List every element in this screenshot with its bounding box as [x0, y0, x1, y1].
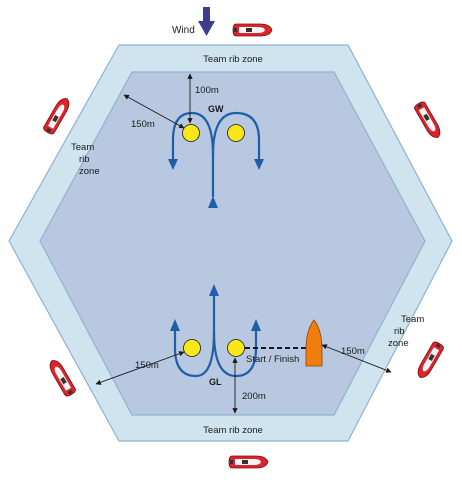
windward-mark-right — [227, 124, 245, 142]
right-distance-arrow — [321, 344, 392, 373]
zone-label-right-2: rib — [394, 326, 405, 337]
bottom-distance-label: 200m — [242, 391, 266, 402]
wind-arrow-icon — [198, 7, 215, 36]
rib-boat-icon — [228, 455, 269, 469]
zone-label-bottom: Team rib zone — [203, 425, 263, 436]
course-arrowhead — [170, 319, 180, 331]
zone-label-top: Team rib zone — [203, 54, 263, 65]
course-arrowhead — [254, 159, 264, 170]
top-left-distance-arrow — [123, 94, 185, 129]
rib-boat-icon — [414, 340, 446, 381]
bottom-left-distance-label: 150m — [135, 360, 159, 371]
bottom-left-distance-arrow — [95, 351, 185, 385]
leeward-mark-right — [227, 339, 245, 357]
course-arrowhead — [251, 319, 261, 331]
course-area-hexagon — [39, 71, 426, 416]
top-left-distance-label: 150m — [131, 119, 155, 130]
course-arrowhead — [208, 196, 218, 208]
top-distance-label: 100m — [195, 85, 219, 96]
start-finish-label: Start / Finish — [246, 354, 299, 365]
zone-label-right-1: Team — [401, 314, 424, 325]
rib-boat-icon — [41, 95, 73, 136]
windward-gate-label: GW — [208, 104, 224, 114]
leeward-gate-label: GL — [209, 377, 222, 387]
course-arrowhead — [209, 284, 219, 296]
rib-boat-icon — [412, 100, 444, 141]
wind-label: Wind — [172, 25, 195, 36]
windward-mark-left — [182, 124, 200, 142]
zone-label-left-1: Team — [71, 142, 94, 153]
rib-boat-icon — [232, 23, 273, 37]
right-distance-label: 150m — [341, 346, 365, 357]
course-arrowhead — [168, 159, 178, 170]
leeward-mark-left — [183, 339, 201, 357]
zone-label-left-3: zone — [79, 166, 100, 177]
rib-boat-icon — [46, 357, 78, 398]
zone-label-left-2: rib — [79, 154, 90, 165]
committee-boat-icon — [305, 319, 323, 367]
zone-label-right-3: zone — [388, 338, 409, 349]
